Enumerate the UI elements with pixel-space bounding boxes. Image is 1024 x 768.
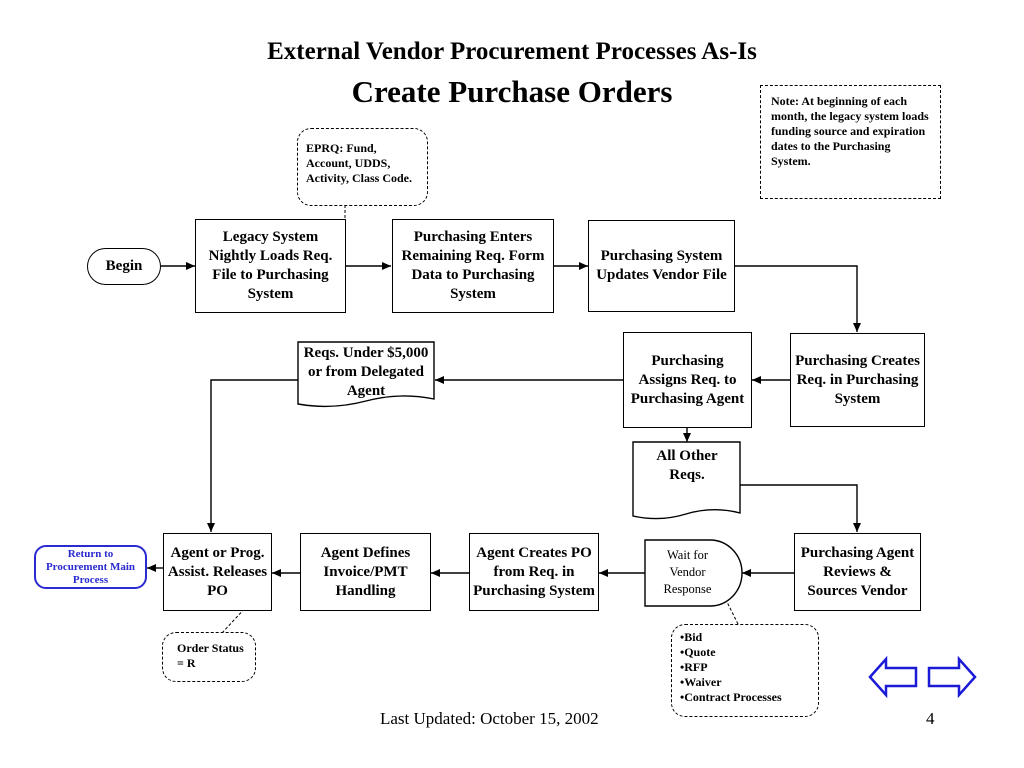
arrow-allother-to-reviews	[740, 484, 861, 532]
defines-invoice-step: Agent Defines Invoice/PMT Handling	[300, 533, 431, 611]
enters-form-step: Purchasing Enters Remaining Req. Form Da…	[392, 219, 554, 313]
slide-title: External Vendor Procurement Processes As…	[267, 38, 757, 65]
response-type-item: •Quote	[680, 645, 716, 659]
response-type-item: •Contract Processes	[680, 690, 782, 704]
reviews-sources-step: Purchasing Agent Reviews & Sources Vendo…	[794, 533, 921, 611]
assigns-req-step: Purchasing Assigns Req. to Purchasing Ag…	[623, 332, 752, 428]
releases-po-step: Agent or Prog. Assist. Releases PO	[163, 533, 272, 611]
creates-req-step: Purchasing Creates Req. in Purchasing Sy…	[790, 333, 925, 427]
response-types-note: •Bid •Quote •RFP •Waiver •Contract Proce…	[671, 624, 819, 717]
creates-po-step: Agent Creates PO from Req. in Purchasing…	[469, 533, 599, 611]
order-status-note: Order Status = R	[162, 632, 256, 682]
forward-nav-button[interactable]	[926, 656, 978, 698]
footer-date: Last Updated: October 15, 2002	[380, 709, 599, 728]
page-number: 4	[926, 709, 935, 728]
wait-delay-shape	[644, 539, 743, 607]
month-note: Note: At beginning of each month, the le…	[760, 85, 941, 199]
response-type-item: •Waiver	[680, 675, 722, 689]
arrow-under-to-releases	[207, 379, 298, 532]
legacy-load-step: Legacy System Nightly Loads Req. File to…	[195, 219, 346, 313]
updates-vendor-step: Purchasing System Updates Vendor File	[588, 220, 735, 312]
arrow-updates-to-creates	[735, 265, 861, 332]
back-nav-button[interactable]	[868, 656, 920, 698]
response-type-item: •Bid	[680, 630, 703, 644]
right-arrow-icon	[927, 655, 977, 699]
begin-terminator: Begin	[87, 248, 161, 285]
reqs-under-doc-shape	[297, 341, 435, 408]
return-main-button[interactable]: Return to Procurement Main Process	[34, 545, 147, 589]
reqs-under-doc: Reqs. Under $5,000 or from Delegated Age…	[303, 345, 429, 399]
eprq-note: EPRQ: Fund, Account, UDDS, Activity, Cla…	[297, 128, 428, 206]
all-other-doc-shape	[632, 441, 741, 520]
left-arrow-icon	[868, 655, 918, 699]
wait-vendor-delay: Wait for Vendor Response	[663, 548, 712, 596]
response-type-item: •RFP	[680, 660, 708, 674]
slide-subtitle: Create Purchase Orders	[351, 74, 673, 109]
all-other-doc: All Other Reqs.	[656, 448, 718, 483]
